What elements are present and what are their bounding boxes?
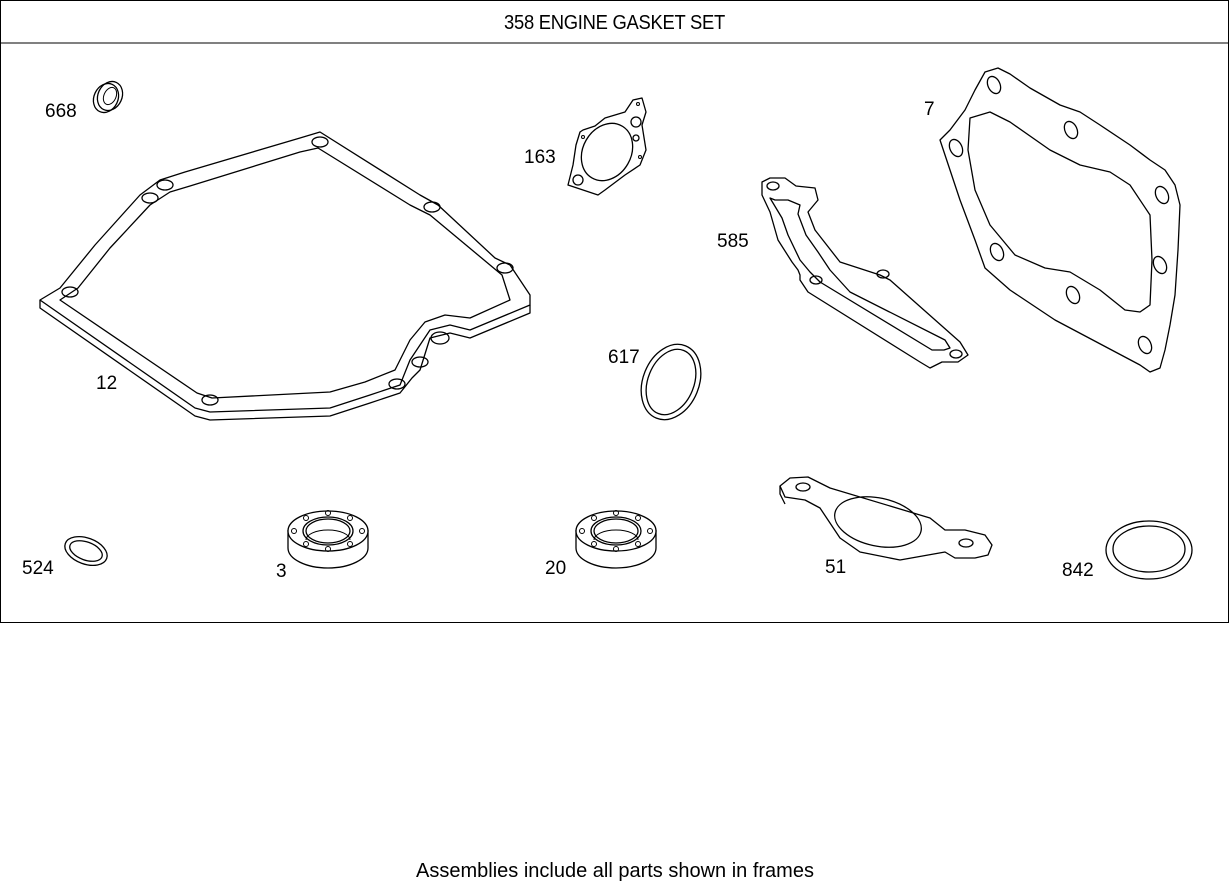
part-label-524[interactable]: 524 (22, 558, 54, 579)
part-label-617[interactable]: 617 (608, 347, 640, 368)
diagram-title: 358 ENGINE GASKET SET (504, 12, 725, 34)
part-7-cylinder-head-gasket-icon[interactable] (939, 67, 1181, 373)
part-163-air-cleaner-gasket-icon[interactable] (567, 97, 647, 196)
frame-header: 358 ENGINE GASKET SET (1, 1, 1228, 44)
part-51-exhaust-gasket-icon[interactable] (779, 476, 993, 561)
part-585-intake-gasket-icon[interactable] (761, 177, 969, 369)
part-label-12[interactable]: 12 (96, 373, 118, 394)
part-label-163[interactable]: 163 (524, 147, 556, 168)
part-524-seal-ring-icon[interactable] (61, 531, 111, 570)
assembly-frame: 358 ENGINE GASKET SET (0, 0, 1229, 623)
part-842-o-ring-icon[interactable] (1105, 520, 1193, 580)
part-label-842[interactable]: 842 (1062, 560, 1094, 581)
part-20-oil-seal-icon[interactable] (575, 510, 657, 569)
part-668-seal-ring-icon[interactable] (89, 77, 127, 116)
part-label-668[interactable]: 668 (45, 101, 77, 122)
part-label-51[interactable]: 51 (825, 557, 847, 578)
part-label-20[interactable]: 20 (545, 558, 567, 579)
part-3-oil-seal-icon[interactable] (287, 510, 369, 569)
part-12-crankcase-gasket-icon[interactable] (39, 131, 531, 421)
footnote: Assemblies include all parts shown in fr… (416, 860, 814, 882)
part-label-3[interactable]: 3 (276, 561, 287, 582)
part-617-o-ring-icon[interactable] (630, 335, 711, 428)
part-label-585[interactable]: 585 (717, 231, 749, 252)
part-label-7[interactable]: 7 (924, 99, 935, 120)
